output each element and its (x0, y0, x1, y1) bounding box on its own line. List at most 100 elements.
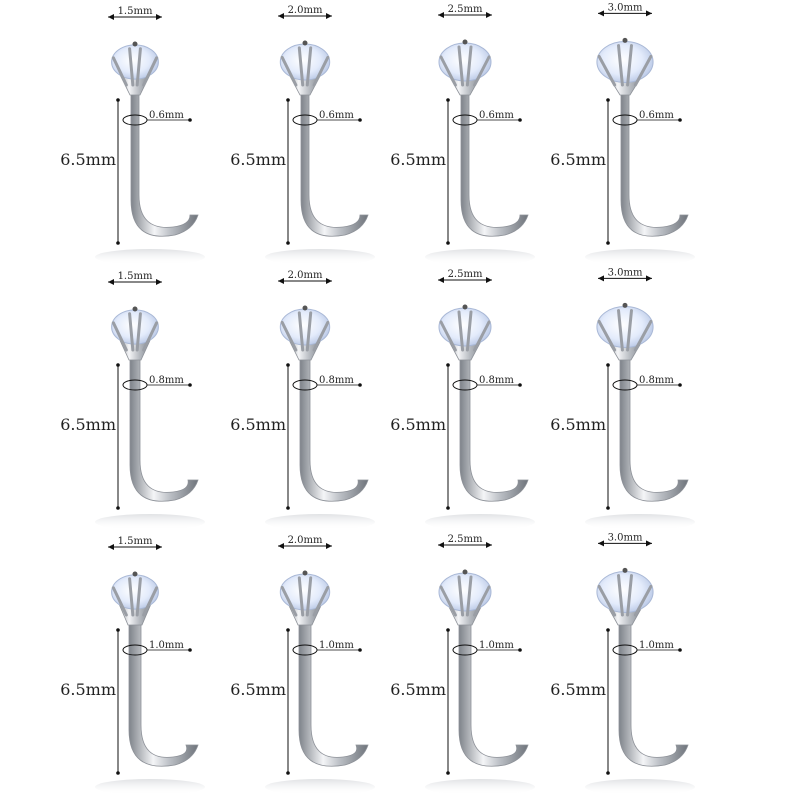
prong-tip (622, 567, 628, 573)
prong (439, 55, 457, 87)
gem (279, 573, 331, 611)
gem (438, 572, 492, 612)
length-label: 6.5mm (390, 150, 446, 169)
prong-tip (622, 37, 628, 43)
prong (633, 319, 653, 352)
length-dot-bottom (286, 241, 290, 245)
gem (596, 305, 654, 349)
prong (626, 574, 633, 617)
length-dot-bottom (116, 241, 120, 245)
gem-size-label: 2.5mm (448, 534, 483, 545)
arrow-heads (108, 279, 162, 285)
prong (473, 55, 491, 87)
arrow-heads (278, 13, 332, 19)
gauge-label: 0.6mm (319, 110, 354, 121)
gem-size-label: 3.0mm (608, 2, 643, 13)
prong (305, 311, 313, 352)
prong (597, 54, 617, 87)
length-dot-top (286, 363, 290, 367)
stud-post (620, 92, 689, 237)
length-dot-bottom (116, 506, 120, 510)
prong (473, 320, 491, 352)
arrow-heads (598, 540, 652, 547)
prong (297, 46, 305, 87)
prong (633, 584, 653, 617)
length-label: 6.5mm (390, 680, 446, 699)
gem-size-label: 2.0mm (288, 535, 323, 546)
arrow-heads (108, 14, 162, 20)
gauge-label: 1.0mm (479, 640, 514, 651)
prong-tip (132, 571, 138, 577)
length-dot-bottom (446, 771, 450, 775)
arrow-heads (598, 275, 652, 282)
gem-size-label: 2.5mm (448, 269, 483, 280)
prong (135, 577, 142, 617)
stud-post (299, 357, 369, 502)
prong-tip (622, 302, 628, 308)
prong (457, 310, 465, 352)
gauge-label: 0.8mm (149, 375, 184, 386)
stud-post (298, 622, 369, 767)
prong-tip (132, 41, 138, 47)
stud-post (459, 357, 529, 502)
prong (142, 56, 159, 87)
gem (279, 308, 331, 346)
prong (457, 45, 465, 87)
prong-tip (132, 306, 138, 312)
arrow-heads (278, 278, 332, 284)
arrow-heads (438, 277, 492, 283)
gem (596, 570, 654, 614)
length-dot-top (116, 628, 120, 632)
leader-dot (188, 118, 192, 122)
length-dot-top (446, 628, 450, 632)
length-label: 6.5mm (60, 150, 116, 169)
length-label: 6.5mm (230, 150, 286, 169)
gauge-label: 0.8mm (479, 375, 514, 386)
gauge-label: 1.0mm (149, 640, 184, 651)
prong (128, 577, 135, 617)
prong (305, 576, 313, 617)
length-dot-bottom (286, 506, 290, 510)
leader-dot (358, 383, 362, 387)
length-dot-top (446, 98, 450, 102)
gem (111, 44, 159, 80)
prong (297, 576, 305, 617)
prong (457, 575, 465, 617)
prong (305, 46, 313, 87)
reflection (95, 779, 205, 795)
reflection (585, 779, 695, 795)
gem-size-label: 1.5mm (118, 536, 153, 547)
reflection (585, 249, 695, 265)
prong (312, 585, 330, 617)
leader-dot (188, 648, 192, 652)
prong (142, 321, 159, 352)
arrow-heads (438, 12, 492, 18)
length-dot-top (606, 363, 610, 367)
prong (128, 312, 135, 352)
gauge-label: 1.0mm (319, 640, 354, 651)
stud-post (618, 622, 689, 767)
length-dot-top (116, 98, 120, 102)
gem (438, 42, 492, 82)
leader-dot (518, 118, 522, 122)
reflection (95, 249, 205, 265)
arrow-heads (278, 543, 332, 549)
prong (280, 320, 298, 352)
prong (633, 54, 653, 87)
leader-dot (518, 648, 522, 652)
prong (626, 309, 633, 352)
prong (597, 319, 617, 352)
length-dot-top (606, 628, 610, 632)
stud-post (129, 357, 199, 502)
length-dot-top (116, 363, 120, 367)
leader-dot (678, 383, 682, 387)
prong (280, 55, 298, 87)
prong-tip (302, 40, 308, 46)
